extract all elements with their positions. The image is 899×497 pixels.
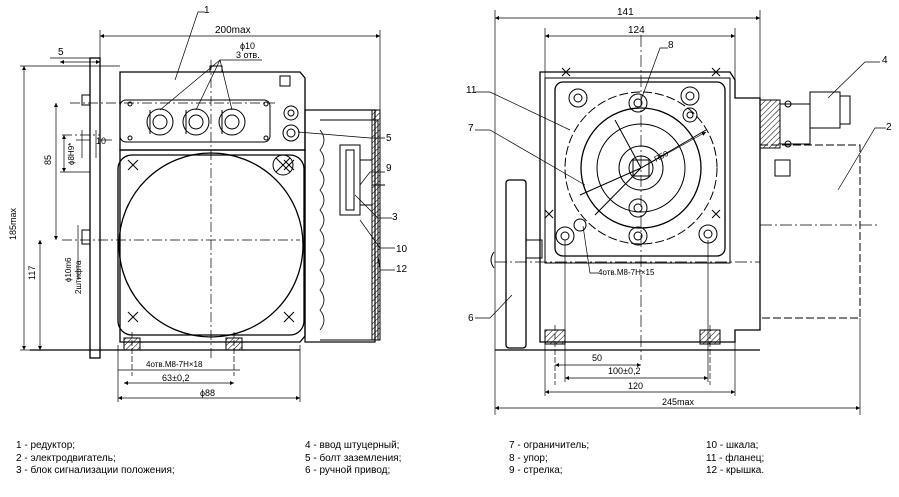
legend-col-2: 4 - ввод штуцерный; 5 - болт заземления;… [305, 440, 401, 478]
legend-item: 4 - ввод штуцерный; [305, 440, 400, 451]
right-view-dimensions [475, 10, 886, 415]
left-view [30, 57, 385, 376]
dim-height-85: 85 [43, 155, 53, 165]
legend-item: 1 - редуктор; [16, 440, 76, 451]
legend-col-4: 10 - шкала; 11 - фланец; 12 - крышка. [706, 440, 764, 478]
legend-item: 11 - фланец; [706, 452, 765, 464]
dim-span-63: 63±0,2 [162, 373, 189, 383]
dim-245: 245max [662, 397, 695, 407]
dim-thread-holes-left: 4отв.M8-7H×18 [146, 360, 203, 369]
callout-10: 10 [396, 244, 408, 255]
legend-item: 5 - болт заземления; [305, 452, 402, 464]
callout-3: 3 [392, 212, 398, 223]
dim-pins: ϕ10m6 [64, 257, 73, 282]
callout-2: 2 [886, 122, 892, 133]
dim-bore: ϕ8H9* [67, 143, 76, 165]
callout-4: 4 [882, 55, 888, 66]
legend-item: 10 - шкала; [706, 440, 759, 451]
callout-9: 9 [386, 163, 392, 174]
legend-item: 2 - электродвигатель; [16, 452, 116, 464]
dim-top-width: 200max [215, 25, 251, 36]
legend-item: 3 - блок сигнализации положения; [16, 465, 175, 476]
legend-item: 12 - крышка. [706, 465, 765, 476]
callout-8: 8 [668, 40, 674, 51]
legend-col-1: 1 - редуктор; 2 - электродвигатель; 3 - … [16, 440, 175, 478]
legend-item: 7 - ограничитель; [509, 440, 590, 451]
dim-width-124: 124 [628, 25, 645, 36]
dim-height-185: 185max [8, 207, 18, 240]
dim-120: 120 [628, 381, 643, 391]
callout-12: 12 [396, 264, 408, 275]
dim-width-141: 141 [617, 7, 634, 18]
callout-1: 1 [204, 5, 210, 16]
legend-item: 9 - стрелка; [509, 465, 563, 476]
dim-pins-count: 2штифта [74, 260, 83, 294]
legend-item: 6 - ручной привод; [305, 465, 391, 476]
dim-hole-dia: ϕ10 [240, 41, 255, 51]
callout-5: 5 [386, 133, 392, 144]
right-view [490, 35, 880, 385]
dim-100: 100±0,2 [608, 366, 640, 376]
dim-hole-count: 3 отв. [236, 50, 260, 60]
callout-7: 7 [468, 123, 474, 134]
dim-height-117: 117 [27, 266, 37, 280]
dim-thread-holes-right: 4отв.M8-7H×15 [598, 268, 655, 277]
legend-item: 8 - упор; [509, 452, 548, 464]
dim-offset-10: 10 [96, 136, 106, 146]
technical-drawing: 200max ϕ10 3 отв. 5 10 ϕ8H9* 85 185max 1… [8, 5, 892, 415]
legend-col-3: 7 - ограничитель; 8 - упор; 9 - стрелка; [509, 440, 589, 478]
dim-dia-88: ϕ88 [200, 388, 215, 398]
left-view-dimensions [20, 11, 395, 402]
callout-11: 11 [466, 85, 477, 96]
dim-50: 50 [592, 353, 602, 363]
callout-6: 6 [468, 313, 474, 324]
dim-offset-5: 5 [58, 47, 64, 58]
